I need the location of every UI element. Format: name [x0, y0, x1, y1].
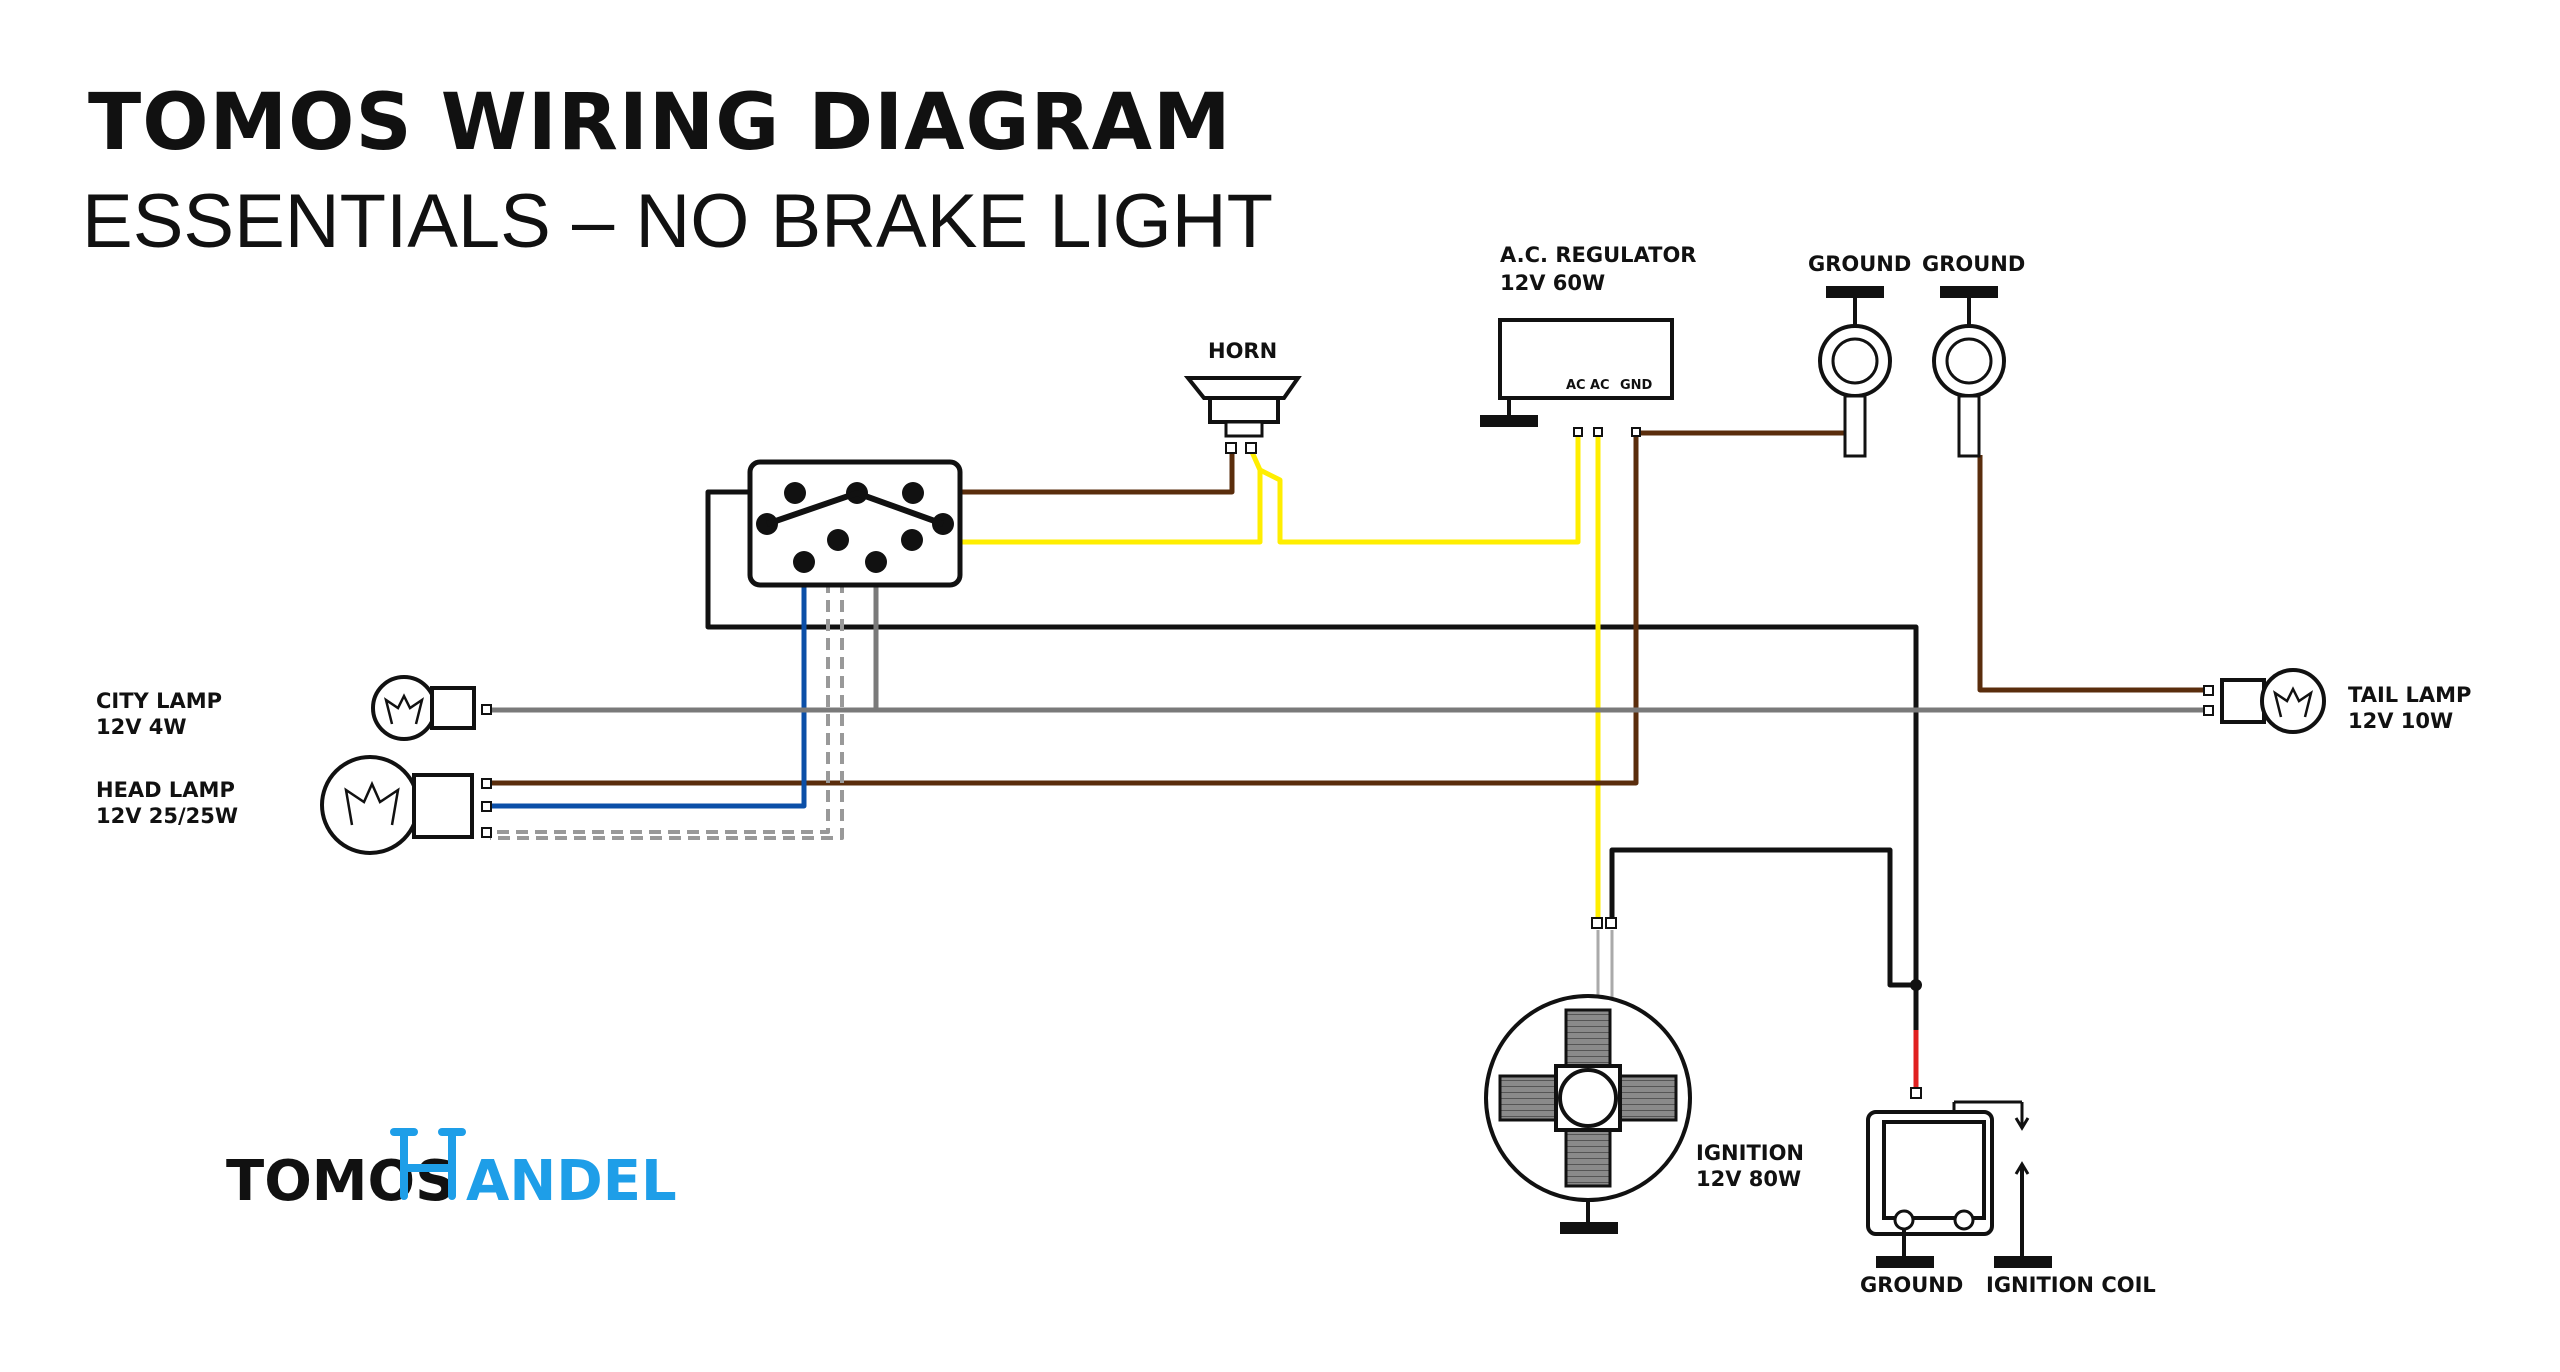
- wire-black-ignition: [1609, 847, 1916, 988]
- page-subtitle: ESSENTIALS – NO BRAKE LIGHT: [82, 179, 1274, 264]
- tail-lamp: [2203, 668, 2326, 734]
- wire-brown-headlamp: [490, 433, 1639, 786]
- page-title: TOMOS WIRING DIAGRAM: [88, 78, 1232, 168]
- city-lamp-rating: 12V 4W: [96, 715, 187, 739]
- wire-yellow-horn: [950, 450, 1263, 545]
- logo-text-left: TOMOS: [226, 1149, 455, 1214]
- regulator-rating: 12V 60W: [1500, 271, 1605, 295]
- tail-lamp-label: TAIL LAMP: [2348, 683, 2471, 707]
- ground-1-label: GROUND: [1808, 252, 1911, 276]
- wire-yellow-regulator: [1258, 433, 1581, 545]
- regulator-terminal-gnd: GND: [1620, 378, 1653, 393]
- handlebar-icon: [390, 1128, 466, 1200]
- tail-lamp-rating: 12V 10W: [2348, 709, 2453, 733]
- handlebar-switch: [747, 459, 963, 588]
- regulator-label: A.C. REGULATOR: [1500, 243, 1696, 267]
- head-lamp: [320, 755, 492, 855]
- head-lamp-rating: 12V 25/25W: [96, 804, 238, 828]
- ac-regulator: [1480, 318, 1674, 437]
- wire-black-main: [705, 489, 1919, 985]
- tomoshandel-logo: TOMOS ANDEL: [226, 1128, 677, 1214]
- ignition-label: IGNITION: [1696, 1141, 1804, 1165]
- wire-brown-horn: [950, 452, 1235, 495]
- ignition-coil-label: IGNITION COIL: [1986, 1273, 2156, 1297]
- ground-2-label: GROUND: [1922, 252, 2025, 276]
- wire-brown-taillamp: [1977, 455, 2205, 693]
- regulator-terminal-ac-2: AC: [1590, 378, 1610, 393]
- logo-text-right: ANDEL: [466, 1149, 677, 1214]
- wire-blue-headlamp: [490, 562, 807, 809]
- regulator-terminal-ac-1: AC: [1566, 378, 1586, 393]
- city-lamp: [371, 675, 492, 741]
- wire-grey-dashed: [490, 562, 844, 840]
- head-lamp-label: HEAD LAMP: [96, 778, 235, 802]
- ground-terminal-1: [1818, 286, 1892, 458]
- wire-grey-dashed-2: [490, 562, 830, 834]
- ignition-rating: 12V 80W: [1696, 1167, 1801, 1191]
- coil-ground-label: GROUND: [1860, 1273, 1963, 1297]
- horn-label: HORN: [1208, 339, 1277, 363]
- city-lamp-label: CITY LAMP: [96, 689, 222, 713]
- ignition-stator: [1484, 917, 1692, 1234]
- ignition-coil: [1866, 979, 2052, 1268]
- wires: [490, 430, 2205, 1090]
- ground-terminal-2: [1932, 286, 2006, 458]
- horn: [1183, 376, 1302, 454]
